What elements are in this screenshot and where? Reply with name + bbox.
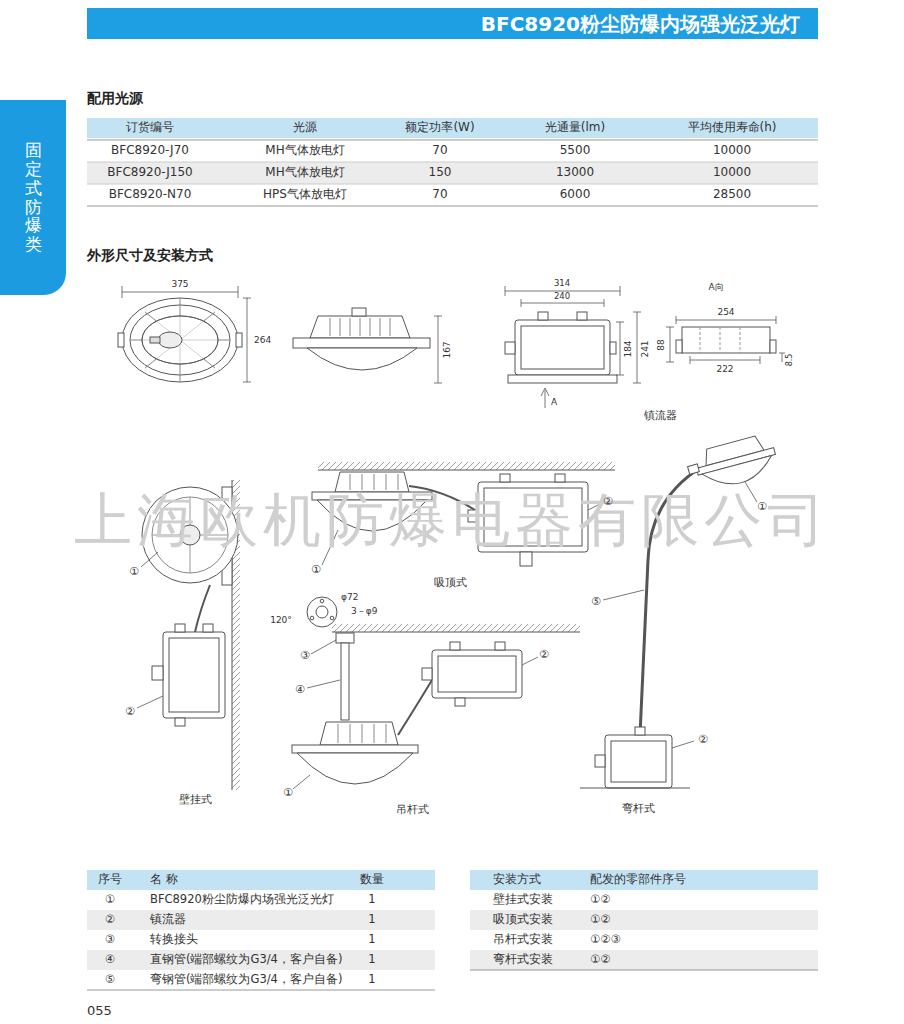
caption: 吸顶式 xyxy=(434,577,467,590)
section-heading: 外形尺寸及安装方式 xyxy=(87,247,213,263)
table-cell: 13000 xyxy=(556,166,594,180)
callout-number: ② xyxy=(603,496,613,509)
table-header: 配发的零部件序号 xyxy=(590,873,686,886)
table-cell: ① xyxy=(105,893,115,906)
table-cell: 5500 xyxy=(560,144,591,158)
table-cell: 镇流器 xyxy=(150,913,186,926)
side-tab: 固定式防爆类 xyxy=(0,100,66,295)
dimension: 8.5 xyxy=(785,353,794,368)
callout-number: ② xyxy=(539,649,549,662)
table-cell: HPS气体放电灯 xyxy=(263,188,347,202)
table-cell: ③ xyxy=(105,933,115,946)
dimension: 314 xyxy=(553,279,571,289)
table-cell: 1 xyxy=(368,953,375,966)
dimension: 240 xyxy=(553,292,571,302)
table-cell: ② xyxy=(105,913,115,926)
table-cell: 弯钢管(端部螺纹为G3/4，客户自备) xyxy=(150,973,342,986)
table-header: 数量 xyxy=(360,873,384,886)
view-marker: A xyxy=(550,397,558,407)
table-header: 名 称 xyxy=(150,873,178,886)
table-cell: 1 xyxy=(368,913,375,926)
dimension: 375 xyxy=(170,279,189,289)
table-cell: BFC8920-J70 xyxy=(111,144,189,158)
table-cell: 70 xyxy=(432,144,447,158)
caption: 壁挂式 xyxy=(179,794,212,807)
table-cell: 1 xyxy=(368,973,375,986)
table-cell: 70 xyxy=(432,188,447,202)
caption: 弯杆式 xyxy=(622,803,655,816)
dimension: 184 xyxy=(623,339,633,358)
dimension: 167 xyxy=(442,340,452,359)
table-cell: ①② xyxy=(590,953,611,966)
table-cell: ④ xyxy=(105,953,115,966)
tab-label: 固定式防爆类 xyxy=(25,141,42,253)
dimension: 264 xyxy=(253,335,272,345)
table-cell: MH气体放电灯 xyxy=(265,144,344,158)
table-cell: 1 xyxy=(368,933,375,946)
callout-number: ① xyxy=(311,564,321,577)
table-cell: ⑤ xyxy=(105,973,115,986)
table-cell: ①② xyxy=(590,893,611,906)
callout-number: ② xyxy=(698,734,708,747)
callout-number: ① xyxy=(283,787,293,800)
section-heading: 配用光源 xyxy=(87,90,143,106)
table-cell: 150 xyxy=(429,166,452,180)
callout-number: ② xyxy=(125,706,135,719)
dimension: φ72 xyxy=(340,592,359,602)
table-header: 安装方式 xyxy=(493,873,541,886)
callout-number: ⑤ xyxy=(591,596,601,609)
table-cell: 壁挂式安装 xyxy=(493,893,553,906)
table-cell: ①②③ xyxy=(590,933,621,946)
table-cell: 10000 xyxy=(713,166,751,180)
table-cell: 转换接头 xyxy=(150,933,198,946)
table-cell: MH气体放电灯 xyxy=(265,166,344,180)
table-cell: 28500 xyxy=(713,188,751,202)
dimension: 88 xyxy=(656,338,666,351)
table-header: 序号 xyxy=(98,873,122,886)
dimension: 3－φ9 xyxy=(350,606,378,616)
dimension: 120° xyxy=(269,615,293,625)
table-cell: 10000 xyxy=(713,144,751,158)
table-cell: BFC8920-J150 xyxy=(107,166,193,180)
dimension: 254 xyxy=(716,307,735,317)
table-header: 光通量(lm) xyxy=(545,121,605,135)
table-cell: ①② xyxy=(590,913,611,926)
callout-number: ① xyxy=(757,501,767,514)
table-cell: BFC8920-N70 xyxy=(109,188,192,202)
table-cell: 直钢管(端部螺纹为G3/4，客户自备) xyxy=(150,953,342,966)
dimension: 222 xyxy=(715,364,734,374)
caption: 镇流器 xyxy=(644,410,677,423)
callout-number: ① xyxy=(129,566,139,579)
watermark: 上海欧机防爆电器有限公司 xyxy=(74,487,830,554)
title-bar: BFC8920粉尘防爆内场强光泛光灯 xyxy=(87,8,818,39)
callout-number: ④ xyxy=(295,684,305,697)
dimension: 241 xyxy=(640,339,650,358)
page-title: BFC8920粉尘防爆内场强光泛光灯 xyxy=(481,10,800,37)
page-number: 055 xyxy=(87,1004,112,1019)
table-header: 光源 xyxy=(293,121,317,135)
table-cell: 弯杆式安装 xyxy=(493,953,553,966)
table-cell: 吸顶式安装 xyxy=(493,913,553,926)
table-cell: 6000 xyxy=(560,188,591,202)
table-cell: 吊杆式安装 xyxy=(493,933,553,946)
table-header: 平均使用寿命(h) xyxy=(688,121,777,135)
table-header: 订货编号 xyxy=(126,121,174,135)
caption: 吊杆式 xyxy=(396,804,429,817)
view-label: A向 xyxy=(707,282,724,292)
callout-number: ③ xyxy=(300,650,310,663)
table-header: 额定功率(W) xyxy=(405,121,474,135)
table-cell: 1 xyxy=(368,893,375,906)
table-cell: BFC8920粉尘防爆内场强光泛光灯 xyxy=(150,893,334,906)
